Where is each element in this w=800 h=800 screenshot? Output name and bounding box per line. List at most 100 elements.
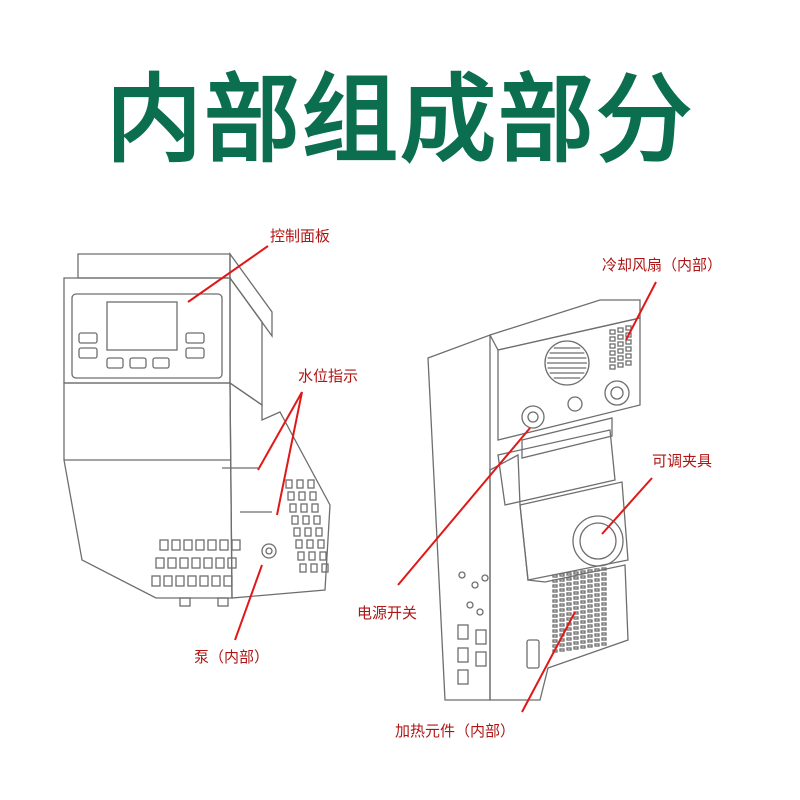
side-ports xyxy=(458,572,488,684)
label-control-panel: 控制面板 xyxy=(270,227,330,245)
top-vent-slot xyxy=(610,358,615,362)
heat-vent-slot xyxy=(595,614,599,616)
top-vent-slot xyxy=(610,337,615,341)
heat-vent-slot xyxy=(581,606,585,608)
panel-button xyxy=(79,348,97,358)
top-vent-slot xyxy=(610,351,615,355)
heat-vent-slot xyxy=(574,627,578,629)
top-vent-slot xyxy=(610,330,615,334)
top-vent-slot xyxy=(618,335,623,339)
side-vent-slot xyxy=(307,540,313,548)
heat-vent-slot xyxy=(567,643,571,645)
top-vent-slot xyxy=(626,326,631,330)
heat-vent-slot xyxy=(588,605,592,607)
heat-vent-slot xyxy=(574,622,578,624)
heat-vent-slot xyxy=(595,619,599,621)
side-vent-slot xyxy=(305,528,311,536)
vent-slot xyxy=(224,576,232,586)
heat-vent-slot xyxy=(567,593,571,595)
top-cap xyxy=(78,254,230,278)
clamp-plate xyxy=(520,482,628,580)
pump-outlet xyxy=(262,544,276,558)
heat-vent-slot xyxy=(560,594,564,596)
heat-vent-slot xyxy=(595,569,599,571)
panel-button xyxy=(186,348,204,358)
vent-slot xyxy=(196,540,204,550)
heat-vent-slot xyxy=(574,572,578,574)
vent-slot xyxy=(208,540,216,550)
heat-vent-slot xyxy=(588,620,592,622)
side-vent-slot xyxy=(310,492,316,500)
heat-vent-slot xyxy=(567,648,571,650)
heat-vent-slot xyxy=(567,608,571,610)
heat-vent-slot xyxy=(602,638,606,640)
top-cap-side xyxy=(230,254,272,336)
heat-vent-slot xyxy=(595,604,599,606)
vent-slot xyxy=(176,576,184,586)
heat-vent-slot xyxy=(588,635,592,637)
vent-slot xyxy=(188,576,196,586)
top-vent-slot xyxy=(626,340,631,344)
label-adjustable-clamp: 可调夹具 xyxy=(652,452,712,470)
top-vent-slot xyxy=(618,363,623,367)
panel-button xyxy=(107,358,123,368)
heat-vent-slot xyxy=(574,607,578,609)
label-water-level: 水位指示 xyxy=(298,367,358,385)
heat-vent-slot xyxy=(560,629,564,631)
side-vent-slot xyxy=(308,480,314,488)
power-switch-knob-inner xyxy=(528,412,538,422)
clamp-bracket xyxy=(522,418,612,458)
heat-vent-slot xyxy=(574,642,578,644)
heat-vent-slot xyxy=(560,624,564,626)
small-knob xyxy=(568,397,582,411)
heat-vent-slot xyxy=(588,630,592,632)
heat-vent-slot xyxy=(553,635,557,637)
heat-vent-slot xyxy=(553,590,557,592)
side-vent-grid xyxy=(286,480,328,572)
vent-slot xyxy=(184,540,192,550)
side-port-slot xyxy=(476,652,486,666)
vent-slot xyxy=(216,558,224,568)
vent-grid xyxy=(152,540,240,586)
heat-vent-slot xyxy=(553,610,557,612)
heat-vent-slot xyxy=(602,633,606,635)
heat-vent-slot xyxy=(560,614,564,616)
heat-vent-slot xyxy=(574,592,578,594)
leader-line-water-level-max xyxy=(258,392,302,470)
side-vent-slot xyxy=(300,564,306,572)
lower-body xyxy=(490,455,628,700)
heat-vent-slot xyxy=(595,574,599,576)
heat-vent-slot xyxy=(553,640,557,642)
heat-vent-slot xyxy=(560,574,564,576)
heat-vent-slot xyxy=(602,628,606,630)
heat-vent-slot xyxy=(581,641,585,643)
top-vent-slot xyxy=(610,344,615,348)
vent-slot xyxy=(220,540,228,550)
fan-knob-inner xyxy=(611,387,623,399)
top-vent-slot xyxy=(626,361,631,365)
heat-vent-slot xyxy=(595,589,599,591)
heat-vent-slot xyxy=(567,638,571,640)
side-vent-slot xyxy=(318,540,324,548)
vent-slot xyxy=(232,540,240,550)
vent-slot xyxy=(212,576,220,586)
side-vent-slot xyxy=(292,516,298,524)
power-switch-knob xyxy=(522,406,544,428)
heat-vent-slot xyxy=(560,609,564,611)
pump-outlet-inner xyxy=(266,548,272,554)
label-power-switch: 电源开关 xyxy=(357,604,417,622)
heat-vent-slot xyxy=(560,599,564,601)
heat-vent-slot xyxy=(595,594,599,596)
heat-vent-slot xyxy=(602,603,606,605)
side-vent-slot xyxy=(290,504,296,512)
vent-slot xyxy=(156,558,164,568)
heat-vent-slot xyxy=(560,589,564,591)
panel-button xyxy=(153,358,169,368)
rear-side-panel xyxy=(428,335,490,700)
panel-button xyxy=(186,333,204,343)
heat-vent-slot xyxy=(574,602,578,604)
heat-vent-slot xyxy=(602,583,606,585)
top-vent-slot xyxy=(626,347,631,351)
heat-vent-slot xyxy=(595,599,599,601)
side-port xyxy=(467,602,473,608)
